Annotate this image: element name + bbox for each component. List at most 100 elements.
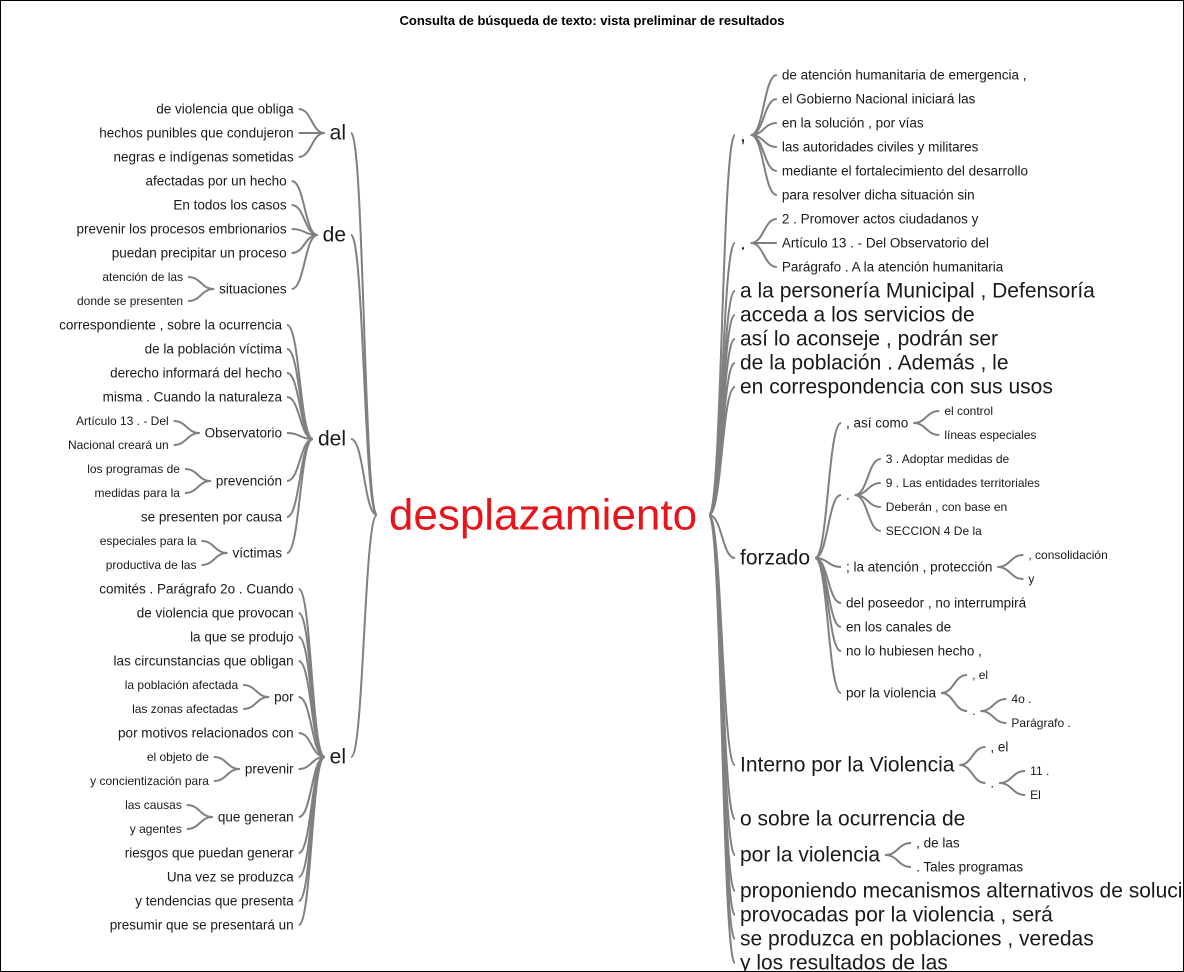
tree-node-especiales-para-la[interactable]: especiales para la [100, 534, 197, 548]
tree-node-interno-por-la-violencia[interactable]: Interno por la Violencia [740, 754, 955, 777]
tree-node-donde-se-presenten[interactable]: donde se presenten [77, 294, 183, 308]
tree-node-punct[interactable]: . [990, 776, 994, 791]
tree-node-tales-programas[interactable]: . Tales programas [916, 860, 1023, 875]
tree-node-del[interactable]: del [318, 428, 346, 451]
tree-node-lineas-especiales[interactable]: líneas especiales [944, 428, 1036, 442]
tree-node-una-vez-se-produzca[interactable]: Una vez se produzca [167, 870, 294, 885]
tree-node-del-poseedor-no-interrumpira[interactable]: del poseedor , no interrumpirá [846, 596, 1027, 611]
tree-node-prevenir[interactable]: prevenir [245, 762, 294, 777]
tree-node-la-atencion-proteccion[interactable]: ; la atención , protección [846, 560, 992, 575]
tree-node-afectadas-por-un-hecho[interactable]: afectadas por un hecho [146, 174, 287, 189]
tree-node-el[interactable]: , el [990, 740, 1008, 755]
tree-node-derecho-informara-del-hecho[interactable]: derecho informará del hecho [110, 366, 282, 381]
tree-node-y-concientizacion-para[interactable]: y concientización para [90, 774, 209, 788]
tree-node-se-presenten-por-causa[interactable]: se presenten por causa [141, 510, 283, 525]
tree-node-2-promover-actos-ciudadanos-y[interactable]: 2 . Promover actos ciudadanos y [782, 212, 979, 227]
tree-node-de-la-poblacion-ademas-le[interactable]: de la población . Además , le [740, 352, 1009, 375]
tree-node-asi-como[interactable]: , así como [846, 416, 908, 431]
tree-node-y[interactable]: y [1028, 572, 1034, 586]
tree-node-y-tendencias-que-presenta[interactable]: y tendencias que presenta [135, 894, 294, 909]
tree-node-para-resolver-dicha-situacion-sin[interactable]: para resolver dicha situación sin [782, 188, 975, 203]
tree-node-el[interactable]: El [1030, 788, 1041, 802]
tree-node-atencion-de-las[interactable]: atención de las [102, 270, 183, 284]
tree-node-y-agentes[interactable]: y agentes [130, 822, 182, 836]
tree-node-proponiendo-mecanismos-alternativos-de-solucion[interactable]: proponiendo mecanismos alternativos de s… [740, 880, 1183, 903]
tree-node-riesgos-que-puedan-generar[interactable]: riesgos que puedan generar [125, 846, 294, 861]
tree-node-paragrafo-a-la-atencion-humanitaria[interactable]: Parágrafo . A la atención humanitaria [782, 260, 1004, 275]
tree-node-punct[interactable]: , [740, 124, 746, 147]
tree-node-en-correspondencia-con-sus-usos[interactable]: en correspondencia con sus usos [740, 376, 1053, 399]
tree-node-las-zonas-afectadas[interactable]: las zonas afectadas [132, 702, 238, 716]
tree-node-4o[interactable]: 4o . [1011, 692, 1031, 706]
tree-node-prevenir-los-procesos-embrionarios[interactable]: prevenir los procesos embrionarios [77, 222, 287, 237]
tree-node-por[interactable]: por [274, 690, 294, 705]
tree-node-forzado[interactable]: forzado [740, 547, 810, 570]
tree-node-el-objeto-de[interactable]: el objeto de [147, 750, 209, 764]
tree-node-que-generan[interactable]: que generan [218, 810, 294, 825]
tree-node-negras-e-indigenas-sometidas[interactable]: negras e indígenas sometidas [114, 150, 294, 165]
tree-node-punct[interactable]: . [846, 488, 850, 503]
tree-node-de-la-poblacion-victima[interactable]: de la población víctima [145, 342, 283, 357]
tree-node-la-poblacion-afectada[interactable]: la población afectada [125, 678, 239, 692]
tree-node-a-la-personeria-municipal-defensoria[interactable]: a la personería Municipal , Defensoría [740, 280, 1095, 303]
tree-node-punct[interactable]: . [972, 704, 975, 718]
tree-node-de-violencia-que-provocan[interactable]: de violencia que provocan [137, 606, 294, 621]
tree-node-paragrafo[interactable]: Parágrafo . [1011, 716, 1070, 730]
tree-node-productiva-de-las[interactable]: productiva de las [106, 558, 197, 572]
tree-node-3-adoptar-medidas-de[interactable]: 3 . Adoptar medidas de [886, 452, 1010, 466]
tree-node-situaciones[interactable]: situaciones [219, 282, 287, 297]
tree-node-asi-lo-aconseje-podran-ser[interactable]: así lo aconseje , podrán ser [740, 328, 998, 351]
tree-node-las-autoridades-civiles-y-militares[interactable]: las autoridades civiles y militares [782, 140, 979, 155]
tree-node-consolidacion[interactable]: , consolidación [1028, 548, 1107, 562]
tree-branch-line [750, 218, 778, 244]
tree-node-seccion-4-de-la[interactable]: SECCION 4 De la [886, 524, 982, 538]
tree-node-articulo-13-del-observatorio-del[interactable]: Artículo 13 . - Del Observatorio del [782, 236, 989, 251]
tree-node-de-atencion-humanitaria-de-emergencia[interactable]: de atención humanitaria de emergencia , [782, 68, 1027, 83]
tree-node-acceda-a-los-servicios-de[interactable]: acceda a los servicios de [740, 304, 975, 327]
root-keyword[interactable]: desplazamiento [389, 491, 697, 540]
tree-node-el[interactable]: el [330, 746, 346, 769]
tree-node-puedan-precipitar-un-proceso[interactable]: puedan precipitar un proceso [112, 246, 287, 261]
tree-node-misma-cuando-la-naturaleza[interactable]: misma . Cuando la naturaleza [103, 390, 283, 405]
tree-node-prevencion[interactable]: prevención [216, 474, 282, 489]
tree-node-en-los-canales-de[interactable]: en los canales de [846, 620, 951, 635]
tree-node-las-circunstancias-que-obligan[interactable]: las circunstancias que obligan [114, 654, 294, 669]
tree-node-la-que-se-produjo[interactable]: la que se produjo [190, 630, 294, 645]
tree-branch-line [286, 324, 314, 440]
tree-node-por-motivos-relacionados-con[interactable]: por motivos relacionados con [118, 726, 294, 741]
tree-branch-line [297, 612, 326, 758]
tree-node-observatorio[interactable]: Observatorio [205, 426, 282, 441]
tree-node-por-la-violencia[interactable]: por la violencia [740, 844, 880, 867]
tree-node-no-lo-hubiesen-hecho[interactable]: no lo hubiesen hecho , [846, 644, 982, 659]
tree-node-el-gobierno-nacional-iniciara-las[interactable]: el Gobierno Nacional iniciará las [782, 92, 976, 107]
tree-node-punct[interactable]: . [740, 232, 746, 255]
tree-node-el[interactable]: , el [972, 668, 988, 682]
tree-node-hechos-punibles-que-condujeron[interactable]: hechos punibles que condujeron [99, 126, 293, 141]
tree-node-y-los-resultados-de-las[interactable]: y los resultados de las [740, 952, 948, 972]
tree-node-medidas-para-la[interactable]: medidas para la [95, 486, 181, 500]
tree-node-en-todos-los-casos[interactable]: En todos los casos [173, 198, 287, 213]
tree-node-articulo-13-del[interactable]: Artículo 13 . - Del [76, 414, 169, 428]
tree-node-al[interactable]: al [330, 122, 346, 145]
tree-node-en-la-solucion-por-vias[interactable]: en la solución , por vías [782, 116, 924, 131]
tree-node-o-sobre-la-ocurrencia-de[interactable]: o sobre la ocurrencia de [740, 808, 965, 831]
tree-node-por-la-violencia[interactable]: por la violencia [846, 686, 937, 701]
tree-node-las-causas[interactable]: las causas [125, 798, 182, 812]
tree-node-el-control[interactable]: el control [944, 404, 993, 418]
tree-node-provocadas-por-la-violencia-sera[interactable]: provocadas por la violencia , será [740, 904, 1053, 927]
tree-branch-line [350, 132, 378, 516]
tree-node-deberan-con-base-en[interactable]: Deberán , con base en [886, 500, 1007, 514]
tree-node-mediante-el-fortalecimiento-del-desarrollo[interactable]: mediante el fortalecimiento del desarrol… [782, 164, 1028, 179]
tree-node-se-produzca-en-poblaciones-veredas[interactable]: se produzca en poblaciones , veredas [740, 928, 1094, 951]
tree-node-de-las[interactable]: , de las [916, 836, 960, 851]
tree-node-11[interactable]: 11 . [1030, 764, 1049, 778]
tree-node-de[interactable]: de [323, 224, 346, 247]
tree-node-comites-paragrafo-2o-cuando[interactable]: comités . Parágrafo 2o . Cuando [99, 582, 293, 597]
tree-node-presumir-que-se-presentara-un[interactable]: presumir que se presentará un [110, 918, 294, 933]
tree-node-de-violencia-que-obliga[interactable]: de violencia que obliga [156, 102, 294, 117]
tree-node-victimas[interactable]: víctimas [232, 546, 282, 561]
tree-node-nacional-creara-un[interactable]: Nacional creará un [68, 438, 169, 452]
tree-node-9-las-entidades-territoriales[interactable]: 9 . Las entidades territoriales [886, 476, 1040, 490]
tree-node-correspondiente-sobre-la-ocurrencia[interactable]: correspondiente , sobre la ocurrencia [59, 318, 282, 333]
tree-node-los-programas-de[interactable]: los programas de [87, 462, 180, 476]
